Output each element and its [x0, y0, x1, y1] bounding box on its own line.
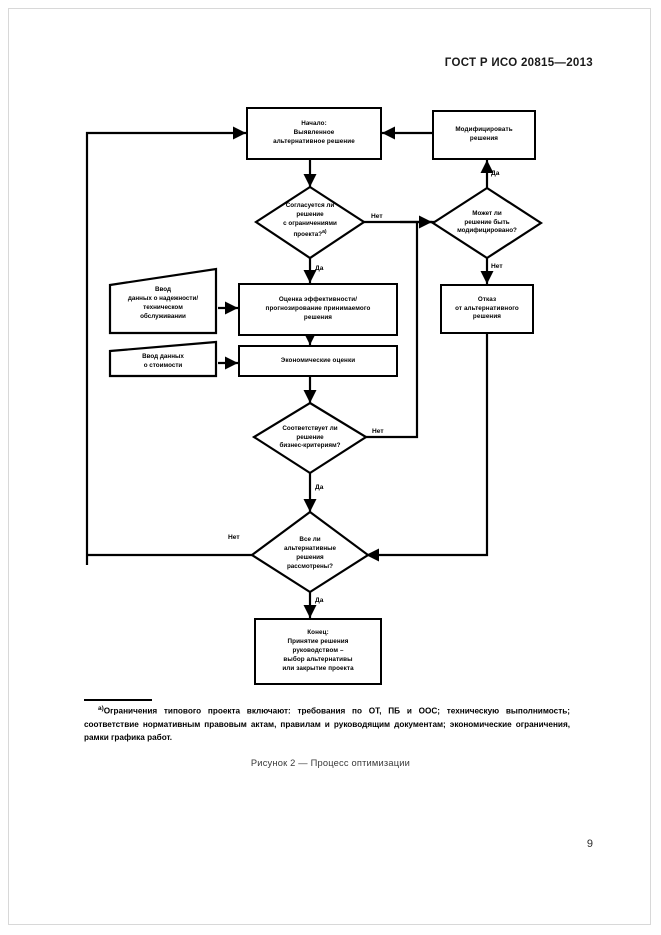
node-reject-line1: Отказ — [477, 295, 497, 303]
node-business-line1: Соответствует ли — [282, 424, 338, 432]
node-end-line1: Конец: — [307, 629, 329, 637]
edge-label-business-no: Нет — [372, 428, 384, 435]
node-business-criteria-check: Соответствует ли решение бизнес-критерия… — [254, 418, 366, 458]
node-modify-line1: Модифицировать — [455, 126, 513, 134]
node-performance-assessment: Оценка эффективности/ прогнозирование пр… — [238, 283, 398, 336]
node-modify-line2: решения — [469, 135, 499, 142]
node-start-line1: Начало: — [301, 120, 327, 128]
edge-label-all-alternatives-no: Нет — [228, 534, 240, 541]
edge-label-all-alternatives-yes: Да — [315, 597, 324, 604]
node-can-modify-check: Может ли решение быть модифицировано? — [433, 203, 541, 243]
node-input-reliability: Ввод данных о надежности/ техническом об… — [110, 275, 216, 333]
node-start-line2: Выявленное — [293, 129, 335, 137]
edge-label-can-modify-no: Нет — [491, 263, 503, 270]
node-constraints-line2: решение — [296, 211, 324, 219]
node-constraints-line1: Согласуется ли — [285, 202, 335, 210]
node-end-line3: руководством – — [292, 647, 344, 655]
node-input-cost-line2: о стоимости — [143, 362, 183, 369]
node-reject-line3: решения — [472, 313, 502, 321]
node-constraints-line4: проекта? — [293, 230, 323, 238]
node-input-cost: Ввод данных о стоимости — [110, 348, 216, 376]
footnote-text: Ограничения типового проекта включают: т… — [84, 706, 570, 743]
node-start: Начало: Выявленное альтернативное решени… — [246, 107, 382, 160]
footnote: a)Ограничения типового проекта включают:… — [84, 704, 570, 745]
node-can-modify-line2: решение быть — [464, 218, 510, 226]
node-reject-line2: от альтернативного — [455, 304, 519, 312]
node-modify-decision: Модифицировать решения — [432, 110, 536, 160]
node-constraints-check: Согласуется ли решение с ограничениями п… — [256, 196, 364, 246]
node-end-line4: выбор альтернативы — [283, 655, 353, 663]
footnote-separator — [84, 699, 152, 701]
flowchart-connectors — [85, 126, 494, 618]
node-can-modify-line3: модифицировано? — [457, 227, 517, 235]
node-economic-assessment: Экономические оценки — [238, 345, 398, 377]
edge-label-constraints-no: Нет — [371, 213, 383, 220]
figure-caption: Рисунок 2 — Процесс оптимизации — [250, 758, 411, 768]
node-input-cost-line1: Ввод данных — [142, 353, 184, 361]
node-start-line3: альтернативное решение — [273, 137, 355, 145]
node-input-reliability-line2: данных о надежности/ — [127, 295, 199, 303]
node-business-line2: решение — [296, 433, 324, 441]
footnote-marker: a) — [98, 705, 104, 712]
node-all-alternatives-check: Все ли альтернативные решения рассмотрен… — [252, 529, 368, 579]
page-number: 9 — [586, 838, 593, 850]
edge-label-business-yes: Да — [315, 484, 324, 491]
node-end-line5: или закрытие проекта — [282, 664, 354, 672]
node-performance-line1: Оценка эффективности/ — [278, 296, 358, 304]
node-reject-alternative: Отказ от альтернативного решения — [440, 284, 534, 334]
node-all-alternatives-line1: Все ли — [299, 536, 321, 544]
node-economic-label: Экономические оценки — [280, 356, 356, 364]
node-input-reliability-line4: обслуживании — [140, 312, 186, 320]
edge-label-can-modify-yes: Да — [491, 170, 500, 177]
flowchart-figure: Начало: Выявленное альтернативное решени… — [85, 107, 544, 685]
node-can-modify-line1: Может ли — [472, 209, 502, 217]
node-performance-line2: прогнозирование принимаемого — [265, 305, 371, 313]
node-end-management-decision: Конец: Принятие решения руководством – в… — [254, 618, 382, 685]
node-all-alternatives-line4: рассмотрены? — [286, 562, 334, 570]
edge-label-constraints-yes: Да — [315, 265, 324, 272]
node-input-reliability-line3: техническом — [143, 304, 183, 311]
node-business-line3: бизнес-критериям? — [279, 442, 341, 450]
page-header: ГОСТ Р ИСО 20815—2013 — [444, 57, 593, 69]
node-constraints-line3: с ограничениями — [283, 219, 337, 227]
node-constraints-footnote-marker: a) — [322, 228, 327, 235]
node-all-alternatives-line2: альтернативные — [283, 545, 337, 553]
node-performance-line3: решения — [303, 313, 333, 321]
node-all-alternatives-line3: решения — [296, 554, 324, 561]
node-input-reliability-line1: Ввод — [154, 286, 172, 294]
node-end-line2: Принятие решения — [287, 638, 349, 646]
